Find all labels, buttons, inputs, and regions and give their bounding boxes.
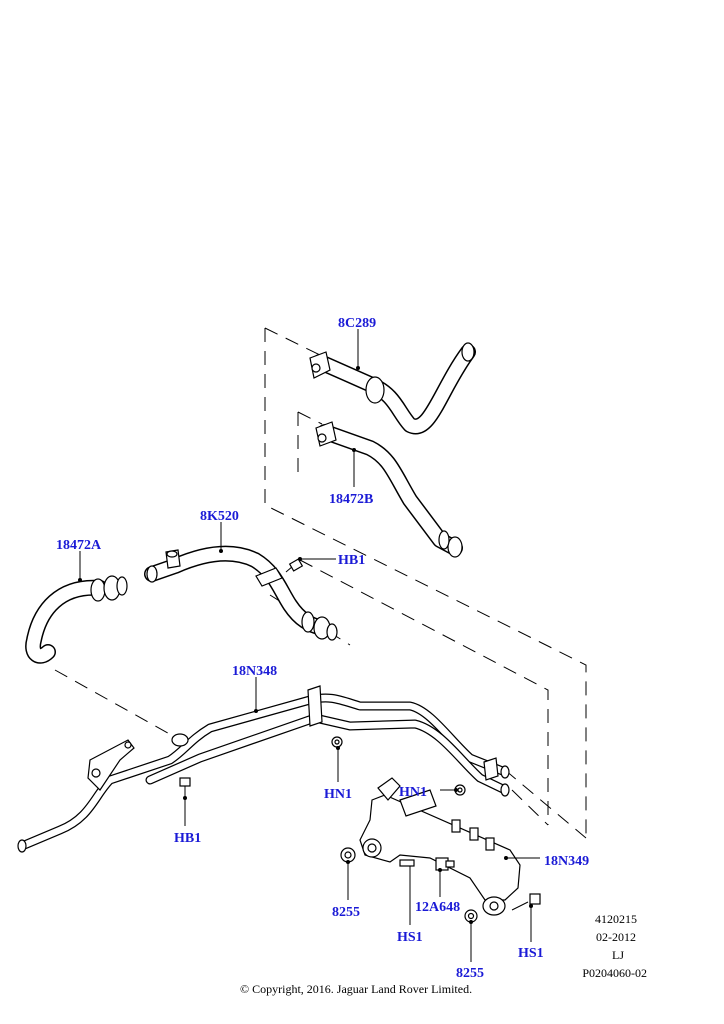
housing-18N349 xyxy=(359,777,521,916)
meta-ref: P0204060-02 xyxy=(582,966,647,980)
callout-8255-bottom: 8255 xyxy=(456,966,484,981)
bolt-HB1-bottom xyxy=(179,777,191,798)
callout-HN1-left: HN1 xyxy=(324,787,352,802)
hose-8K520 xyxy=(144,545,338,641)
callout-18472A: 18472A xyxy=(56,538,102,553)
bolt-HS1-right xyxy=(511,893,541,911)
hose-18472B xyxy=(315,421,463,558)
bolt-HB1-top xyxy=(285,558,304,573)
callout-labels: 8C289 18472B 8K520 18472A HB1 18N348 HN1… xyxy=(56,316,589,981)
nut-HN1-right xyxy=(454,784,466,796)
seal-8255-left xyxy=(340,847,356,863)
meta-date: 02-2012 xyxy=(596,930,636,944)
callout-18472B: 18472B xyxy=(329,492,373,507)
callout-12A648: 12A648 xyxy=(415,900,460,915)
callout-8C289: 8C289 xyxy=(338,316,376,331)
meta-initials: LJ xyxy=(612,948,624,962)
metadata-block: 4120215 02-2012 LJ P0204060-02 xyxy=(582,912,647,980)
callout-18N348: 18N348 xyxy=(232,664,277,679)
hose-8C289 xyxy=(309,342,476,435)
callout-HS1-left: HS1 xyxy=(397,930,423,945)
dashed-guides xyxy=(54,327,587,839)
copyright-notice: © Copyright, 2016. Jaguar Land Rover Lim… xyxy=(240,982,472,996)
callout-8K520: 8K520 xyxy=(200,509,239,524)
nut-HN1-left xyxy=(331,736,343,748)
callout-HB1-bottom: HB1 xyxy=(174,831,201,846)
callout-18N349: 18N349 xyxy=(544,854,589,869)
callout-HB1-top: HB1 xyxy=(338,553,365,568)
meta-code: 4120215 xyxy=(595,912,637,926)
callout-HS1-right: HS1 xyxy=(518,946,544,961)
tube-assembly-18N348 xyxy=(17,685,510,853)
hose-18472A xyxy=(25,575,128,664)
callout-8255-left: 8255 xyxy=(332,905,360,920)
leader-lines xyxy=(78,329,540,962)
callout-HN1-right: HN1 xyxy=(399,785,427,800)
bolt-HS1-left xyxy=(399,859,415,900)
